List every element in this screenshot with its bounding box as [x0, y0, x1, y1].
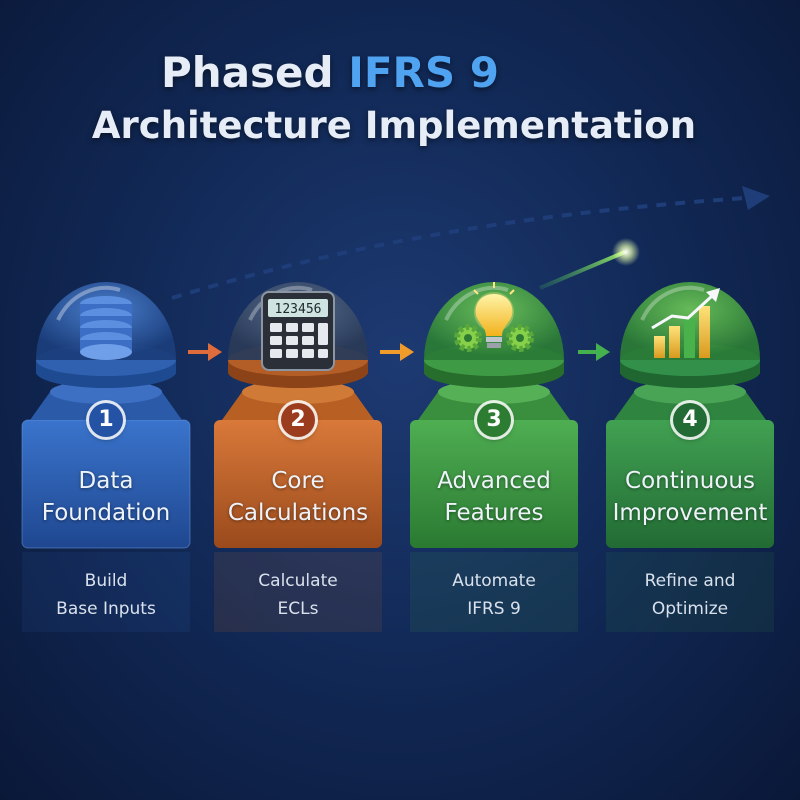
- stage-4-sub-line2: Optimize: [651, 599, 729, 619]
- stage-1-number: 1: [89, 403, 123, 437]
- stage-2-title-line1: Core: [271, 468, 325, 494]
- stage-1-sub-line2: Base Inputs: [56, 599, 156, 619]
- stage-3-pedestal: [410, 344, 578, 548]
- stage-1-sub-line1: Build: [84, 571, 128, 591]
- stage-4-subtitle: Refine and Optimize: [605, 567, 775, 623]
- trend-arrowhead: [742, 186, 770, 210]
- growth-chart-icon: [651, 288, 720, 358]
- stage-2-title: Core Calculations: [213, 465, 383, 529]
- floor-reflection: [22, 552, 774, 632]
- stage-2-sub-line1: Calculate: [258, 571, 338, 591]
- lightbulb-gears-icon: [454, 282, 534, 352]
- title-prefix: Phased: [161, 48, 349, 97]
- stage-4-title-line2: Improvement: [612, 500, 768, 526]
- stage-1-title: Data Foundation: [21, 465, 191, 529]
- title-line-2: Architecture Implementation: [91, 104, 697, 147]
- stage-2-sub-line2: ECLs: [277, 599, 319, 619]
- stage-4-number: 4: [673, 403, 707, 437]
- connector-arrow-3-4: [578, 343, 610, 361]
- stage-3-subtitle: Automate IFRS 9: [409, 567, 579, 623]
- stage-1-title-line2: Foundation: [41, 500, 171, 526]
- dashed-trend-arrow: [171, 196, 746, 300]
- connector-arrow-2-3: [380, 343, 414, 361]
- title-accent: IFRS 9: [348, 48, 499, 97]
- connector-arrow-1-2: [188, 343, 222, 361]
- database-icon: [80, 296, 132, 360]
- stage-2-number: 2: [281, 403, 315, 437]
- stage-1-subtitle: Build Base Inputs: [21, 567, 191, 623]
- rising-trail: [539, 250, 626, 290]
- stage-3-sub-line2: IFRS 9: [467, 599, 521, 619]
- stage-3-sub-line1: Automate: [452, 571, 536, 591]
- stage-4-sub-line1: Refine and: [644, 571, 736, 591]
- stage-3-title-line1: Advanced: [437, 468, 551, 494]
- trail-glow: [612, 238, 640, 266]
- stage-2-subtitle: Calculate ECLs: [213, 567, 383, 623]
- stage-2-title-line2: Calculations: [227, 500, 369, 526]
- stage-3-title-line2: Features: [444, 500, 544, 526]
- stage-4-title-line1: Continuous: [625, 468, 755, 494]
- stage-3-title: Advanced Features: [409, 465, 579, 529]
- calculator-icon: 123456: [261, 291, 335, 371]
- stage-3-number: 3: [477, 403, 511, 437]
- title-line-1: Phased IFRS 9: [0, 48, 730, 97]
- calculator-display: 123456: [275, 302, 322, 317]
- stage-4-title: Continuous Improvement: [605, 465, 775, 529]
- stage-1-title-line1: Data: [78, 468, 134, 494]
